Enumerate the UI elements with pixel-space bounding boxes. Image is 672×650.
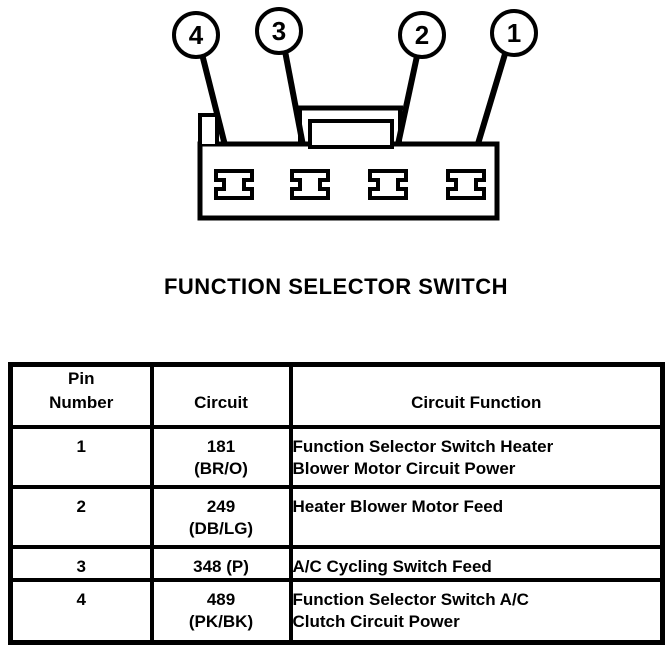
- function-cell: Function Selector Switch A/C Clutch Circ…: [288, 578, 665, 644]
- callout-3-label: 3: [272, 16, 286, 46]
- callout-4-label: 4: [189, 20, 204, 50]
- pin-cell: 4: [8, 578, 154, 644]
- header-circuit: Circuit: [149, 362, 293, 429]
- table-row: 2 249 (DB/LG) Heater Blower Motor Feed: [8, 485, 665, 549]
- callout-1: 1: [490, 9, 538, 57]
- terminal-pin-4: [214, 169, 254, 200]
- table-row: 3 348 (P) A/C Cycling Switch Feed: [8, 545, 665, 582]
- connector-lock-tab: [308, 119, 394, 149]
- callout-4: 4: [172, 11, 220, 59]
- callout-1-label: 1: [507, 18, 521, 48]
- pin-cell: 3: [8, 545, 154, 582]
- callout-2-label: 2: [415, 20, 429, 50]
- circuit-cell: 489 (PK/BK): [149, 578, 293, 644]
- circuit-cell: 348 (P): [149, 545, 293, 582]
- table-row: 1 181 (BR/O) Function Selector Switch He…: [8, 425, 665, 489]
- table-header-row: Pin Number Circuit Circuit Function: [8, 362, 665, 429]
- pin-cell: 2: [8, 485, 154, 549]
- connector-top-tab: [297, 105, 403, 149]
- table-row: 4 489 (PK/BK) Function Selector Switch A…: [8, 578, 665, 644]
- function-cell: A/C Cycling Switch Feed: [288, 545, 665, 582]
- pin-cell: 1: [8, 425, 154, 489]
- function-cell: Heater Blower Motor Feed: [288, 485, 665, 549]
- circuit-cell: 181 (BR/O): [149, 425, 293, 489]
- terminal-pin-1: [446, 169, 486, 200]
- diagram-caption: FUNCTION SELECTOR SWITCH: [163, 274, 509, 299]
- connector-left-step: [198, 113, 219, 144]
- circuit-cell: 249 (DB/LG): [149, 485, 293, 549]
- terminal-pin-2: [368, 169, 408, 200]
- function-cell: Function Selector Switch Heater Blower M…: [288, 425, 665, 489]
- connector-diagram: 4 3 2 1: [172, 7, 538, 221]
- callout-2: 2: [398, 11, 446, 59]
- callout-3: 3: [255, 7, 303, 55]
- pinout-table: Pin Number Circuit Circuit Function 1 18…: [8, 362, 665, 645]
- terminal-pin-3: [290, 169, 330, 200]
- header-pin-number: Pin Number: [8, 362, 154, 429]
- header-circuit-function: Circuit Function: [288, 362, 665, 429]
